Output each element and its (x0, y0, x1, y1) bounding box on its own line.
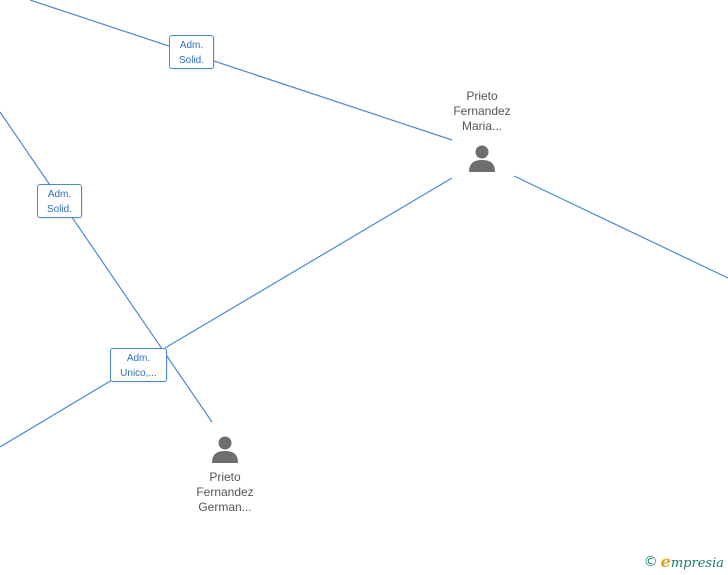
edge-left-to-german (0, 111, 213, 423)
copyright-icon: © (643, 553, 658, 570)
edge-label-left[interactable]: Adm. Solid. (37, 184, 82, 218)
edge-label-left-line1: Adm. (47, 189, 72, 200)
edge-label-top[interactable]: Adm. Solid. (169, 35, 214, 69)
node-maria-name: Prieto Fernandez Maria... (437, 89, 527, 134)
node-maria-name-line2: Fernandez (453, 104, 511, 118)
node-german-name-line2: Fernandez (196, 485, 254, 499)
empresia-watermark: © empresia (644, 552, 724, 571)
edge-center-to-maria (164, 177, 453, 349)
edge-label-top-line2: Solid. (178, 55, 204, 66)
edge-bottom-left-to-center (0, 379, 113, 448)
node-german[interactable]: Prieto Fernandez German... (180, 434, 270, 515)
node-german-name-line1: Prieto (209, 470, 241, 484)
node-german-name: Prieto Fernandez German... (180, 470, 270, 515)
edge-label-center-line2: Unico,... (120, 368, 157, 379)
brand-logo: empresia (661, 552, 724, 571)
edge-label-top-line1: Adm. (179, 40, 204, 51)
person-icon (212, 436, 238, 463)
edge-label-left-line2: Solid. (46, 204, 72, 215)
person-icon (469, 145, 495, 172)
edge-label-center[interactable]: Adm. Unico,... (110, 348, 167, 382)
edge-top-to-maria (29, 0, 453, 141)
brand-logo-rest: mpresia (670, 556, 724, 571)
brand-logo-e: e (660, 552, 671, 571)
node-maria[interactable]: Prieto Fernandez Maria... (437, 89, 527, 173)
node-german-name-line3: German... (198, 500, 252, 514)
edge-label-center-line1: Adm. (126, 353, 151, 364)
edge-maria-to-right (513, 175, 728, 279)
node-maria-name-line1: Prieto (466, 89, 498, 103)
node-maria-name-line3: Maria... (461, 119, 502, 133)
